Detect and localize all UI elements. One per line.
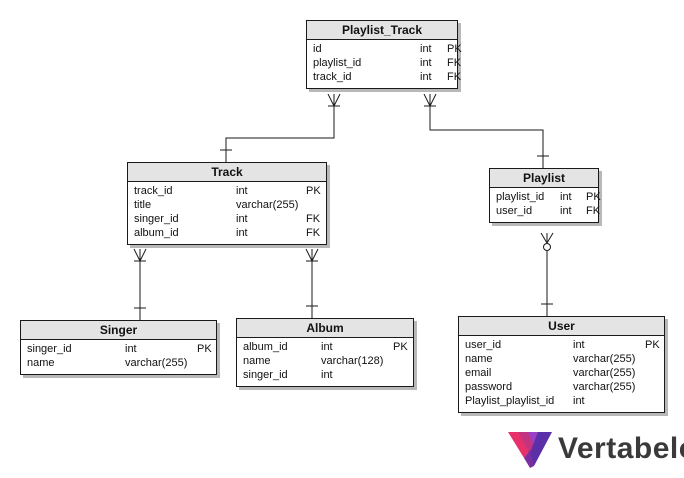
- column-name: track_id: [313, 71, 352, 83]
- column-row[interactable]: user_id int PK: [459, 338, 664, 352]
- column-name: track_id: [134, 185, 173, 197]
- column-type: int: [321, 341, 333, 353]
- column-name: singer_id: [27, 343, 72, 355]
- column-row[interactable]: singer_id int: [237, 368, 413, 382]
- column-type: int: [420, 43, 432, 55]
- column-key: PK: [197, 343, 212, 355]
- vertabelo-logo-text: Vertabelo: [558, 432, 684, 465]
- column-type: int: [236, 185, 248, 197]
- column-type: int: [573, 339, 585, 351]
- column-name: id: [313, 43, 322, 55]
- column-key: PK: [645, 339, 660, 351]
- column-row[interactable]: name varchar(255): [21, 356, 216, 370]
- column-type: int: [236, 213, 248, 225]
- column-row[interactable]: playlist_id int PK: [490, 190, 601, 204]
- column-row[interactable]: album_id int FK: [128, 226, 326, 240]
- column-name: singer_id: [243, 369, 288, 381]
- column-type: varchar(255): [573, 353, 636, 365]
- column-key: FK: [447, 71, 462, 83]
- column-row[interactable]: track_id int FK: [307, 70, 461, 84]
- column-row[interactable]: id int PK: [307, 42, 462, 56]
- crows-foot-marker: [333, 93, 341, 107]
- column-type: varchar(255): [125, 357, 188, 369]
- column-row[interactable]: title varchar(255): [128, 198, 326, 212]
- crows-foot-marker: [139, 248, 147, 262]
- column-type: int: [420, 71, 432, 83]
- table-title: Playlist: [490, 169, 598, 188]
- column-type: varchar(128): [321, 355, 384, 367]
- column-type: varchar(255): [573, 381, 636, 393]
- table-title: Album: [237, 319, 413, 338]
- column-key: PK: [393, 341, 408, 353]
- column-name: name: [27, 357, 55, 369]
- relationship-line: [225, 94, 335, 162]
- column-row[interactable]: name varchar(255): [459, 352, 664, 366]
- column-type: int: [560, 191, 572, 203]
- crows-foot-marker: [540, 232, 548, 244]
- crows-foot-marker: [305, 248, 313, 262]
- crows-foot-marker: [429, 93, 437, 107]
- column-row[interactable]: Playlist_playlist_id int: [459, 394, 664, 408]
- zero-marker: [543, 243, 551, 251]
- column-name: playlist_id: [496, 191, 545, 203]
- vertabelo-logo-icon: [508, 432, 552, 468]
- column-type: varchar(255): [236, 199, 299, 211]
- column-row[interactable]: password varchar(255): [459, 380, 664, 394]
- crows-foot-marker: [546, 232, 554, 244]
- column-name: user_id: [496, 205, 533, 217]
- table-title: User: [459, 317, 664, 336]
- column-type: int: [236, 227, 248, 239]
- column-row[interactable]: email varchar(255): [459, 366, 664, 380]
- column-row[interactable]: album_id int PK: [237, 340, 413, 354]
- column-type: int: [125, 343, 137, 355]
- table-title: Singer: [21, 321, 216, 340]
- column-row[interactable]: singer_id int PK: [21, 342, 216, 356]
- column-type: int: [321, 369, 333, 381]
- column-name: album_id: [243, 341, 288, 353]
- column-key: PK: [306, 185, 321, 197]
- column-type: int: [420, 57, 432, 69]
- column-name: name: [243, 355, 271, 367]
- column-key: FK: [306, 227, 321, 239]
- column-name: playlist_id: [313, 57, 362, 69]
- vertabelo-logo: Vertabelo: [508, 428, 684, 470]
- column-name: password: [465, 381, 513, 393]
- crows-foot-marker: [327, 93, 335, 107]
- column-name: title: [134, 199, 152, 211]
- column-key: FK: [447, 57, 462, 69]
- crows-foot-marker: [311, 248, 319, 262]
- column-key: PK: [447, 43, 462, 55]
- crows-foot-marker: [133, 248, 141, 262]
- relationship-line: [429, 94, 544, 168]
- column-type: varchar(255): [573, 367, 636, 379]
- column-row[interactable]: track_id int PK: [128, 184, 326, 198]
- crows-foot-marker: [423, 93, 431, 107]
- column-key: PK: [586, 191, 601, 203]
- column-type: int: [573, 395, 585, 407]
- column-type: int: [560, 205, 572, 217]
- column-name: singer_id: [134, 213, 179, 225]
- column-row[interactable]: user_id int FK: [490, 204, 601, 218]
- column-name: user_id: [465, 339, 502, 351]
- column-key: FK: [586, 205, 601, 217]
- column-row[interactable]: playlist_id int FK: [307, 56, 461, 70]
- column-key: FK: [306, 213, 321, 225]
- table-title: Playlist_Track: [307, 21, 457, 40]
- column-name: email: [465, 367, 492, 379]
- column-name: album_id: [134, 227, 179, 239]
- column-name: name: [465, 353, 493, 365]
- column-row[interactable]: singer_id int FK: [128, 212, 326, 226]
- table-title: Track: [128, 163, 326, 182]
- column-name: Playlist_playlist_id: [465, 395, 555, 407]
- table-singer[interactable]: Singer singer_id int PK name varchar(255): [20, 320, 217, 375]
- column-row[interactable]: name varchar(128): [237, 354, 413, 368]
